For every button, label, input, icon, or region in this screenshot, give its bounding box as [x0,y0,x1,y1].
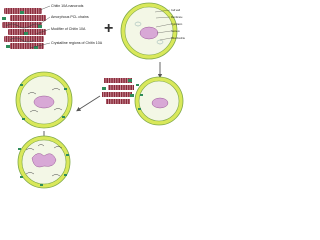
nanorod [10,15,46,21]
amorphous-chain [25,144,63,177]
cell-label: Mitochondria [171,37,185,40]
cell-middle-left [15,71,73,129]
nucleus [33,95,55,109]
legend-crystalline: Crystalline regions of Chitin 10A [51,41,103,45]
nanorod [106,99,130,104]
nucleus [139,26,159,40]
plus-symbol: + [104,20,113,37]
nanorod [102,92,132,97]
nanorod [4,36,44,42]
schematic-diagram: Chitin 10A nanorods Amorphous PCL chains… [2,2,185,189]
nucleus [151,97,169,109]
nanorod [10,43,44,49]
nanorod [108,85,134,90]
arrow-left [76,95,101,112]
nanorod [104,78,132,83]
cell-label: Cell wall [171,9,180,12]
amorphous-chain [9,37,35,43]
rods-attacking-cell [102,76,184,126]
legend-modifier: Modifier of Chitin 10A [51,27,86,31]
cell-top-right: Cell wall Membrane Cytoplasm Nucleus Mit… [120,2,185,60]
amorphous-chain [27,88,63,113]
nanorod-bundle [2,8,46,49]
cell-label: Nucleus [171,30,180,33]
legend-nanorods: Chitin 10A nanorods [51,4,84,8]
cell-label: Cytoplasm [171,23,182,26]
nucleus [31,153,57,168]
leader-lines [29,5,51,49]
amorphous-chain [5,23,43,29]
modifier-blocks [2,11,42,49]
legend-amorphous: Amorphous PCL chains [51,15,89,19]
mitochondria [134,21,142,27]
cell-label: Membrane [171,16,183,19]
cell-bottom [17,135,71,189]
nanorod [2,22,42,28]
